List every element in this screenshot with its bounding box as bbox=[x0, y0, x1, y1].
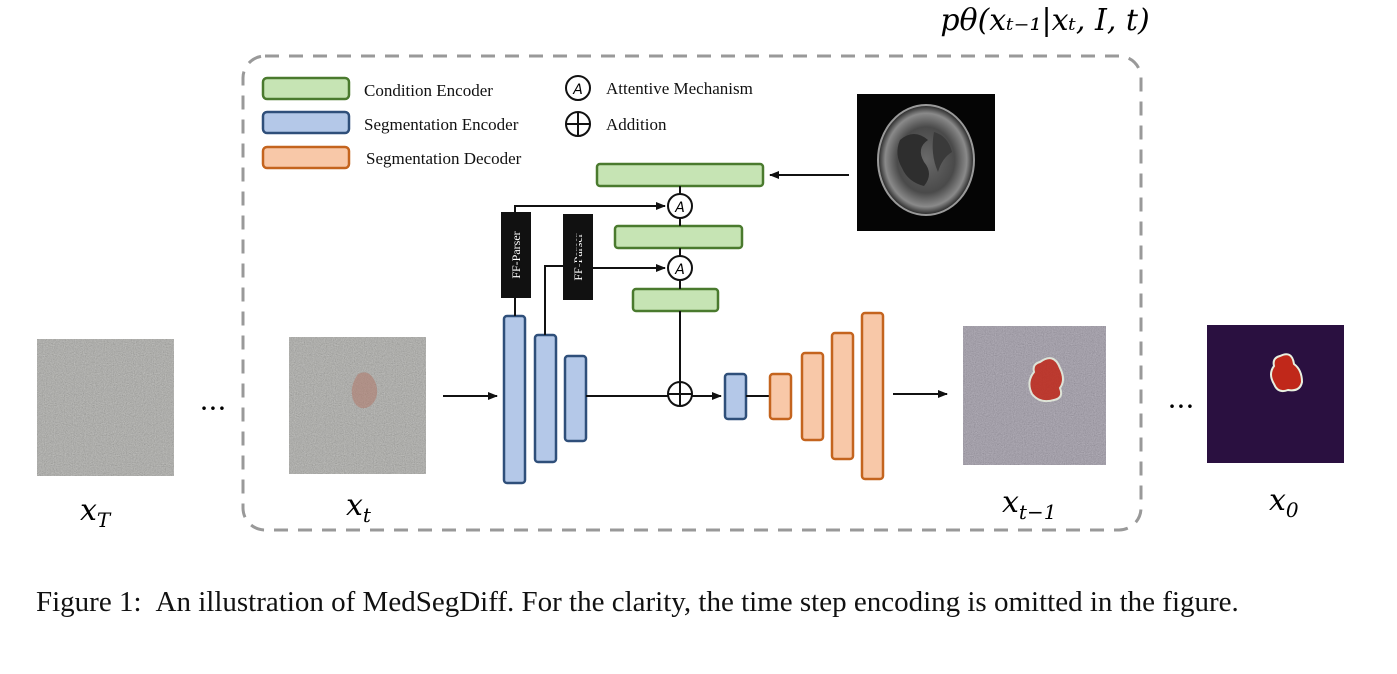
image-x-t-minus-1 bbox=[963, 326, 1106, 465]
cond-encoder-block-bottom bbox=[631, 287, 720, 313]
seg-decoder-block-3 bbox=[830, 331, 855, 461]
conn-enc2-parser2 bbox=[544, 265, 563, 335]
legend-attentive-symbol: A bbox=[572, 82, 583, 98]
ff-parser-1-label: FF-Parser bbox=[509, 231, 523, 278]
label-x-t: xt bbox=[346, 488, 372, 527]
seg-decoder-block-1 bbox=[768, 372, 793, 421]
label-x-T: xT bbox=[80, 493, 112, 532]
cond-encoder-block-top bbox=[595, 162, 765, 188]
caption-label: Figure 1: bbox=[36, 586, 142, 618]
arrow-parser2-attn2 bbox=[577, 214, 666, 272]
medsegdiff-diagram: pθ(xₜ₋₁|xₜ, I, t) Condition Encoder Segm… bbox=[37, 3, 1344, 532]
image-brain-mri bbox=[857, 94, 995, 231]
image-x-0 bbox=[1207, 325, 1344, 463]
posterior-label: pθ(xₜ₋₁|xₜ, I, t) bbox=[940, 3, 1149, 38]
label-x-t-minus-1: xt−1 bbox=[1002, 485, 1056, 524]
image-x-T bbox=[37, 339, 174, 476]
seg-encoder-block-2 bbox=[533, 333, 558, 464]
caption-text: An illustration of MedSegDiff. For the c… bbox=[155, 586, 1239, 618]
ellipsis-right: ··· bbox=[1168, 390, 1195, 423]
seg-encoder-block-1 bbox=[502, 314, 527, 485]
attentive-node-1 bbox=[667, 193, 693, 219]
legend-decoder-swatch bbox=[261, 145, 351, 170]
legend-attentive-icon bbox=[565, 75, 591, 101]
attentive-node-2-symbol: A bbox=[674, 262, 685, 278]
ff-parser-1 bbox=[501, 212, 531, 298]
legend-addition-label: Addition bbox=[606, 115, 667, 134]
bottleneck-block bbox=[723, 372, 748, 421]
figure-caption: Figure 1: An illustration of MedSegDiff.… bbox=[36, 582, 1366, 622]
seg-decoder-block-4 bbox=[860, 311, 885, 481]
legend-encoder-swatch bbox=[261, 110, 351, 135]
image-x-t bbox=[289, 337, 426, 474]
seg-encoder-block-3 bbox=[563, 354, 588, 443]
model-container bbox=[241, 54, 1143, 532]
legend-attentive-label: Attentive Mechanism bbox=[606, 79, 753, 98]
attentive-node-1-symbol: A bbox=[674, 200, 685, 216]
legend-condition-swatch bbox=[261, 76, 351, 101]
cond-encoder-block-mid bbox=[613, 224, 744, 250]
legend-decoder-label: Segmentation Decoder bbox=[366, 149, 522, 168]
legend-condition-label: Condition Encoder bbox=[364, 81, 493, 100]
ellipsis-left: ··· bbox=[200, 392, 227, 425]
attentive-node-2 bbox=[667, 255, 693, 281]
legend-encoder-label: Segmentation Encoder bbox=[364, 115, 519, 134]
legend: Condition Encoder Segmentation Encoder S… bbox=[261, 75, 753, 170]
label-x-0: x0 bbox=[1269, 483, 1299, 522]
seg-decoder-block-2 bbox=[800, 351, 825, 442]
arrow-parser1-attn1 bbox=[514, 202, 666, 212]
